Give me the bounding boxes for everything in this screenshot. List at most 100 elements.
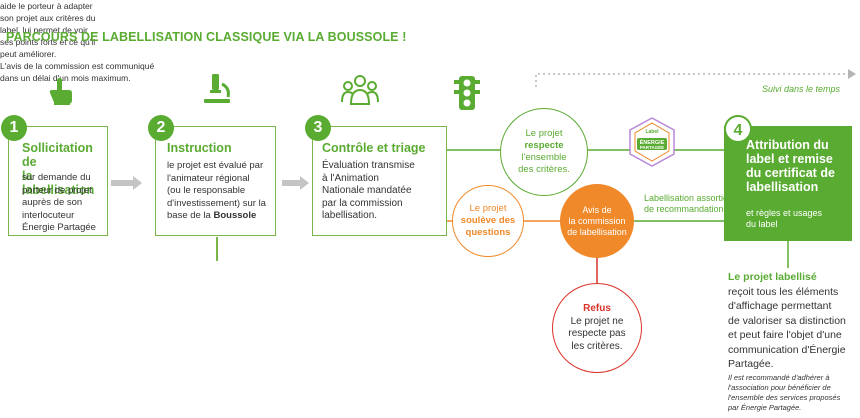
step2-text: le projet est évalué par l'animateur rég… [167, 160, 266, 223]
refus-note-line: L'avis de la commission est communiqué [0, 61, 155, 71]
labellise-note: Il est recommandé d'adhérer à l'associat… [728, 373, 840, 413]
avis-text: Avis de la commission de labellisation [567, 205, 627, 238]
step2-note-line [216, 237, 218, 261]
questions-bold: questions [465, 227, 511, 238]
step4-sub-line: du label [746, 219, 778, 229]
step3-line: Nationale mandatée [322, 185, 412, 196]
refus-note-line: dans un délai d'un mois maximum. [0, 73, 131, 83]
badge-line1: ÉNERGIE [640, 138, 665, 146]
step1-box: Sollicitation de la labellisation sur de… [8, 126, 108, 236]
avis-line: Avis de [582, 204, 612, 215]
labellise-line: et peut faire l'objet d'une [728, 329, 842, 341]
step1-text: sur demande du porteur de projet auprès … [22, 172, 96, 235]
hand-pointer-icon [49, 78, 72, 105]
step3-text: Évaluation transmise à l'Animation Natio… [322, 160, 415, 223]
step3-number: 3 [305, 115, 331, 141]
step4-sub-line: et règles et usages [746, 208, 823, 218]
questions-line: Le projet [469, 203, 507, 214]
step1-line: sur demande du [22, 172, 91, 183]
assortie-line: de recommandations [643, 204, 728, 214]
labellise-note-line: Il est recommandé d'adhérer à [728, 373, 830, 382]
suivi-dotted-line [535, 73, 848, 87]
labellise-line: reçoit tous les éléments [728, 285, 839, 298]
page-title: PARCOURS DE LABELLISATION CLASSIQUE VIA … [6, 30, 407, 44]
step2-note-line-text: peut améliorer. [0, 49, 57, 59]
arrow-1-2 [111, 176, 142, 190]
questions-text: Le projet soulève des questions [461, 203, 515, 239]
questions-circle: Le projet soulève des questions [452, 185, 524, 257]
step1-title: Sollicitation de la labellisation [22, 141, 107, 197]
step1-title-line2: la labellisation [22, 169, 95, 197]
badge-top-text: Label [645, 129, 659, 135]
step2-number: 2 [148, 115, 174, 141]
labellise-line: d'affichage permettant [728, 300, 832, 312]
step1-line: auprès de son [22, 197, 83, 208]
step4-title: Attribution du label et remise du certif… [746, 138, 835, 194]
step2-last-bold: Boussole [213, 210, 257, 221]
avis-line: de labellisation [567, 226, 627, 237]
refus-line: Le projet ne [570, 315, 624, 327]
labellise-line: Partagée. [728, 358, 774, 370]
labellise-note-line: par Énergie Partagée. [728, 403, 802, 412]
suivi-arrowhead [848, 69, 856, 79]
step2-note: aide le porteur à adapter son projet aux… [0, 0, 860, 60]
respecte-line: Le projet [525, 128, 563, 139]
refus-line: respecte pas [568, 328, 626, 339]
respecte-text: Le projet respecte l'ensemble des critèr… [518, 128, 570, 176]
respecte-bold: respecte [524, 140, 564, 151]
step3-line: par la commission [322, 197, 403, 209]
label-badge-icon: Label ÉNERGIE PARTAGÉE [629, 117, 675, 167]
step1-line: Énergie Partagée [22, 222, 96, 233]
labellise-block: Le projet labellisé reçoit tous les élém… [728, 270, 846, 372]
refus-line: les critères. [571, 340, 623, 352]
assortie-line: Labellisation assortie [643, 193, 728, 203]
step2-line-last: base de la Boussole [167, 210, 266, 223]
avis-line: la commission [568, 215, 626, 226]
step2-note-line-text: ses points forts et ce qu'il [0, 37, 96, 47]
respecte-circle: Le projet respecte l'ensemble des critèr… [500, 108, 588, 196]
step1-title-line1: Sollicitation de [22, 141, 93, 169]
step2-last-pre: base de la [167, 210, 214, 221]
suivi-label: Suivi dans le temps [762, 84, 841, 94]
refus-note: L'avis de la commission est communiqué d… [0, 60, 860, 84]
badge-line2: PARTAGÉE [640, 143, 664, 150]
step2-box: Instruction le projet est évalué par l'a… [155, 126, 276, 236]
labellise-line: communication d'Énergie [728, 343, 846, 356]
step3-line: à l'Animation [322, 172, 379, 184]
step4-title-line: Attribution du [746, 138, 829, 152]
respecte-line: des critères. [518, 164, 570, 175]
step2-line: d'investissement) sur la [167, 197, 266, 209]
avis-circle: Avis de la commission de labellisation [560, 184, 634, 258]
refus-circle: Refus Le projet ne respecte pas les crit… [552, 283, 642, 373]
arrow-2-3 [282, 176, 309, 190]
step4-sub: et règles et usages du label [746, 208, 822, 230]
questions-bold: soulève des [460, 215, 516, 226]
labellise-line: de valoriser sa distinction [728, 314, 846, 327]
step3-title: Contrôle et triage [322, 141, 426, 155]
step2-note-line-text: label, lui permet de voir [0, 25, 88, 35]
refus-title: Refus [583, 303, 611, 314]
labellise-title: Le projet labellisé [728, 271, 817, 283]
group-icon [341, 75, 379, 105]
step1-number: 1 [1, 115, 27, 141]
step1-line: interlocuteur [22, 209, 75, 221]
respecte-line: l'ensemble [521, 152, 567, 163]
step3-box: Contrôle et triage Évaluation transmise … [312, 126, 447, 236]
step4-number: 4 [724, 115, 752, 143]
step4-box: Attribution du label et remise du certif… [724, 126, 852, 241]
labellise-note-line: l'ensemble des services proposés [728, 393, 841, 402]
step1-line: porteur de projet [22, 184, 92, 196]
step4-title-line: labellisation [746, 180, 819, 194]
step4-title-line: label et remise [746, 152, 833, 166]
step2-line: le projet est évalué par [167, 160, 264, 171]
labellise-note-line: l'association pour bénéficier de [728, 383, 831, 392]
traffic-light-icon [454, 76, 480, 110]
step2-title: Instruction [167, 141, 232, 155]
assortie-label: Labellisation assortie de recommandation… [640, 193, 728, 215]
step2-note-line-text: aide le porteur à adapter [0, 1, 93, 11]
step2-line: l'animateur régional [167, 172, 250, 184]
step2-line: (ou le responsable [167, 185, 246, 196]
refus-text: Refus Le projet ne respecte pas les crit… [568, 303, 625, 353]
step3-line: labellisation. [322, 210, 378, 221]
